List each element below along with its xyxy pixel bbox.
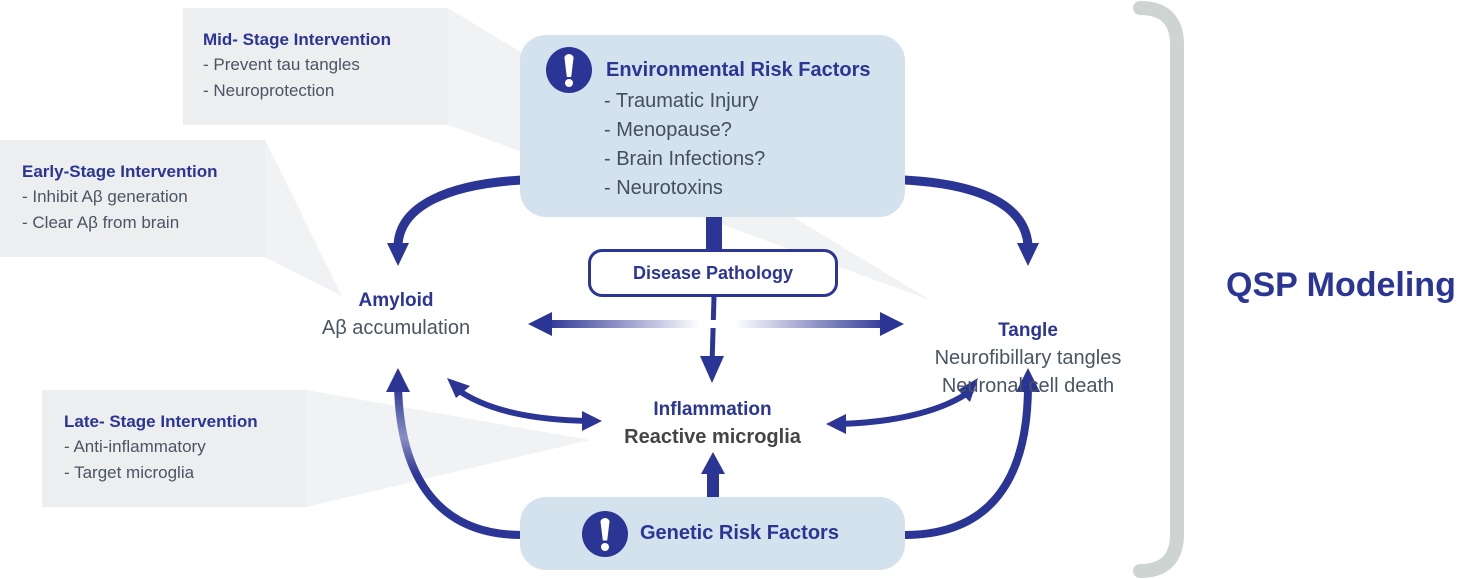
tangle-node: Tangle Neurofibillary tangles Neuronal c… [908, 318, 1148, 400]
qsp-modeling-label: QSP Modeling [1226, 266, 1456, 304]
amyloid-subtitle: Aβ accumulation [321, 317, 471, 339]
environmental-item: - Neurotoxins [604, 177, 723, 199]
inflammation-node: Inflammation Reactive microglia [600, 397, 825, 451]
callout-item: - Inhibit Aβ generation [22, 187, 188, 206]
tangle-title: Tangle [998, 320, 1058, 341]
environmental-title: Environmental Risk Factors [606, 58, 871, 81]
callout-item: - Prevent tau tangles [203, 55, 360, 74]
early-stage-callout-tail [265, 140, 342, 296]
inflammation-title: Inflammation [653, 399, 772, 420]
qsp-bracket [1133, 1, 1184, 578]
environmental-risk-factors-box: Environmental Risk Factors - Traumatic I… [520, 35, 905, 217]
callout-item: - Clear Aβ from brain [22, 213, 180, 232]
environmental-item: - Traumatic Injury [604, 90, 759, 112]
callout-title: Mid- Stage Intervention [203, 30, 391, 49]
genetic-risk-factors-box: Genetic Risk Factors [520, 497, 905, 570]
arrow-env-to-tangle [903, 175, 1033, 246]
arrow-genetic-to-inflammation [707, 470, 719, 498]
inflammation-subtitle: Reactive microglia [624, 426, 801, 448]
callout-title: Late- Stage Intervention [64, 412, 258, 431]
amyloid-node: Amyloid Aβ accumulation [286, 288, 506, 342]
late-stage-intervention-callout: Late- Stage Intervention - Anti-inflamma… [42, 390, 306, 507]
amyloid-title: Amyloid [358, 290, 434, 311]
exclamation-icon [582, 510, 628, 557]
arrow-env-to-pathology [706, 214, 722, 250]
arrow-genetic-to-amyloid [394, 384, 523, 539]
mid-stage-intervention-callout: Mid- Stage Intervention - Prevent tau ta… [183, 8, 448, 125]
arrow-genetic-to-tangle [903, 384, 1032, 539]
disease-pathology-box: Disease Pathology [588, 249, 838, 297]
tangle-line: Neuronal cell death [941, 375, 1115, 397]
callout-item: - Target microglia [64, 463, 195, 482]
arrow-amyloid-inflammation [453, 385, 591, 424]
arrow-amyloid-tangle [545, 320, 890, 328]
genetic-title: Genetic Risk Factors [640, 522, 839, 544]
early-stage-intervention-callout: Early-Stage Intervention - Inhibit Aβ ge… [0, 140, 265, 257]
tangle-line: Neurofibillary tangles [934, 347, 1122, 369]
arrow-env-to-amyloid [393, 175, 523, 246]
arrow-tangle-inflammation [839, 387, 974, 427]
exclamation-icon [546, 47, 592, 93]
environmental-item: - Brain Infections? [604, 148, 766, 170]
environmental-item: - Menopause? [604, 119, 732, 141]
arrow-pathology-to-inflammation [709, 296, 717, 366]
callout-item: - Neuroprotection [203, 81, 335, 100]
callout-item: - Anti-inflammatory [64, 437, 206, 456]
late-stage-callout-tail [306, 390, 590, 507]
callout-title: Early-Stage Intervention [22, 162, 218, 181]
